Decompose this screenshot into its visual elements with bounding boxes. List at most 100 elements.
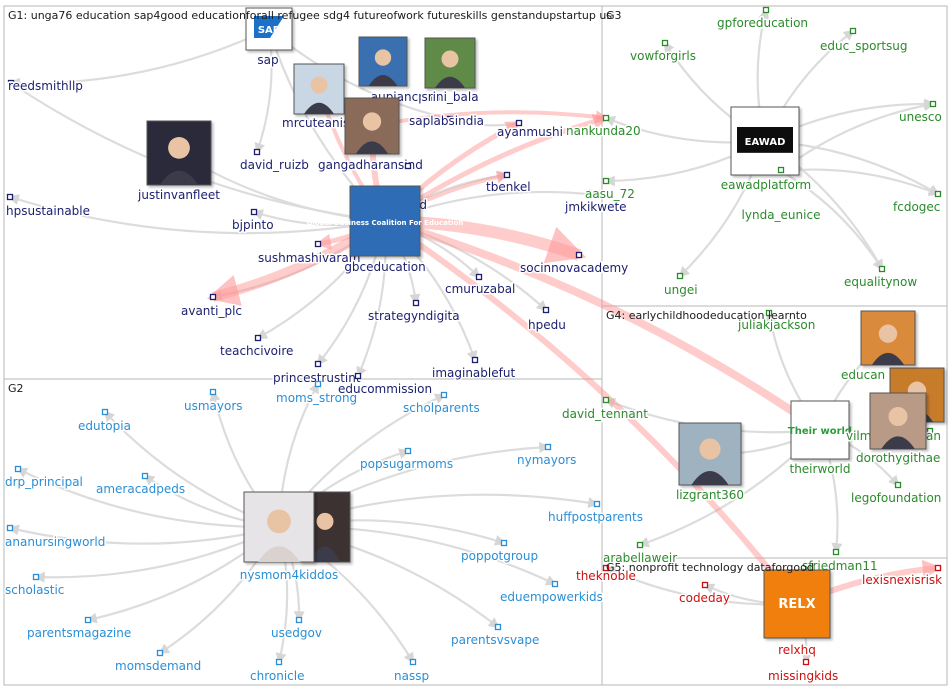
node-label-nankunda20[interactable]: nankunda20 <box>565 123 643 140</box>
edge-sap-reedsmithllp <box>8 28 270 89</box>
node-label-sap[interactable]: sap <box>256 52 280 69</box>
node-label-edutopia[interactable]: edutopia <box>77 418 133 435</box>
node-label-bjpinto[interactable]: bjpinto <box>231 217 276 234</box>
node-parentsmagazine-marker <box>84 616 92 624</box>
node-label-gangadharansind[interactable]: gangadharansind <box>317 157 425 174</box>
node-label-arabellaweir[interactable]: arabellaweir <box>602 550 679 567</box>
node-label-chronicle[interactable]: chronicle <box>249 668 306 685</box>
node-label-nysmom4kiddos[interactable]: nysmom4kiddos <box>238 567 339 584</box>
node-label-hpedu[interactable]: hpedu <box>527 317 568 334</box>
node-label-popsugarmoms[interactable]: popsugarmoms <box>359 456 455 473</box>
node-label-lizgrant360[interactable]: lizgrant360 <box>674 487 745 504</box>
node-nassp-marker <box>409 658 417 666</box>
node-tbenkel-marker <box>503 171 511 179</box>
node-label-david_tennant[interactable]: david_tennant <box>561 406 650 423</box>
node-label-justinvanfleet[interactable]: justinvanfleet <box>136 187 222 204</box>
node-label-juliakjackson[interactable]: juliakjackson <box>736 317 817 334</box>
node-socinnovacademy-marker <box>575 251 583 259</box>
node-label-gbceducation[interactable]: gbceducation <box>343 259 427 276</box>
node-chronicle-marker <box>275 658 283 666</box>
node-label-lynda_eunice[interactable]: lynda_eunice <box>740 207 822 224</box>
node-label-hpsustainable[interactable]: hpsustainable <box>5 203 92 220</box>
node-popsugarmoms-marker <box>404 447 412 455</box>
node-label-huffpostparents[interactable]: huffpostparents <box>547 509 645 526</box>
node-unesco-marker <box>929 100 937 108</box>
node-david_tennant-marker <box>602 396 610 404</box>
node-an-marker <box>926 427 934 435</box>
node-label-jmkikwete[interactable]: jmkikwete <box>563 199 629 216</box>
node-label-eawadplatform[interactable]: eawadplatform <box>719 177 813 194</box>
node-label-aasu_72[interactable]: aasu_72 <box>584 186 637 203</box>
node-label-nymayors[interactable]: nymayors <box>516 452 578 469</box>
node-label-moms_strong[interactable]: moms_strong <box>275 390 359 407</box>
node-huffpostparents-marker <box>593 500 601 508</box>
node-label-usmayors[interactable]: usmayors <box>183 398 245 415</box>
node-cmuruzabal-marker <box>475 273 483 281</box>
node-label-parentsmagazine[interactable]: parentsmagazine <box>26 625 133 642</box>
node-scholparents-marker <box>440 391 448 399</box>
node-label-reedsmithllp[interactable]: reedsmithllp <box>7 78 85 95</box>
node-label-educommission[interactable]: educommission <box>337 381 434 398</box>
node-arabellaweir-marker <box>636 541 644 549</box>
node-label-srini_bala[interactable]: srini_bala <box>420 89 480 106</box>
node-label-socinnovacademy[interactable]: socinnovacademy <box>519 260 630 277</box>
edge-lynda_eunice-equalitynow <box>780 170 884 271</box>
node-label-lexisnexisrisk[interactable]: lexisnexisrisk <box>861 572 944 589</box>
node-label-theirworld[interactable]: theirworld <box>788 461 852 478</box>
node-sushmashivaram-marker <box>314 240 322 248</box>
node-label-an[interactable]: an <box>925 428 943 445</box>
node-parentsvsvape-marker <box>494 623 502 631</box>
node-label-vilm[interactable]: vilm <box>845 428 873 445</box>
node-label-poppotgroup[interactable]: poppotgroup <box>460 548 540 565</box>
node-mrcuteanis-image <box>293 63 345 115</box>
node-label-fcdogec[interactable]: fcdogec <box>892 199 942 216</box>
node-label-scholparents[interactable]: scholparents <box>402 400 482 417</box>
node-label-strategyndigita[interactable]: strategyndigita <box>367 308 462 325</box>
node-label-scholastic[interactable]: scholastic <box>4 582 66 599</box>
node-nankunda20-marker <box>602 114 610 122</box>
node-label-tbenkel[interactable]: tbenkel <box>485 179 533 196</box>
node-label-dorothygithae[interactable]: dorothygithae <box>855 450 942 467</box>
node-label-unesco[interactable]: unesco <box>898 109 944 126</box>
node-label-legofoundation[interactable]: legofoundation <box>850 490 943 507</box>
node-label-cmuruzabal[interactable]: cmuruzabal <box>444 281 517 298</box>
node-label-drp_principal[interactable]: drp_principal <box>4 474 85 491</box>
node-eawadplatform-logo-text: EAWAD <box>745 137 786 148</box>
node-label-vowforgirls[interactable]: vowforgirls <box>629 48 698 65</box>
group-panel-g5 <box>601 557 948 686</box>
node-label-codeday[interactable]: codeday <box>678 590 732 607</box>
node-label-nassp[interactable]: nassp <box>393 668 431 685</box>
node-label-ananursingworld[interactable]: ananursingworld <box>4 534 107 551</box>
node-label-momsdemand[interactable]: momsdemand <box>114 658 203 675</box>
node-label-saplabsindia[interactable]: saplabsindia <box>408 113 486 130</box>
node-label-avanti_plc[interactable]: avanti_plc <box>180 303 244 320</box>
node-label-david_ruizb[interactable]: david_ruizb <box>239 157 311 174</box>
node-label-ameracadpeds[interactable]: ameracadpeds <box>95 481 187 498</box>
node-label-usedgov[interactable]: usedgov <box>270 625 324 642</box>
node-label-mrcuteanis[interactable]: mrcuteanis <box>281 115 351 132</box>
node-label-missingkids[interactable]: missingkids <box>767 668 840 685</box>
node-label-imaginablefut[interactable]: imaginablefut <box>431 365 517 382</box>
node-label-ayanmushi[interactable]: ayanmushi <box>496 124 565 141</box>
node-fcdogec-marker <box>934 190 942 198</box>
node-label-relxhq[interactable]: relxhq <box>777 642 818 659</box>
node-theknoble-marker <box>602 564 610 572</box>
node-hpsustainable-marker <box>6 193 14 201</box>
node-label-teachcivoire[interactable]: teachcivoire <box>219 343 295 360</box>
node-label-theknoble[interactable]: theknoble <box>575 568 638 585</box>
node-label-parentsvsvape[interactable]: parentsvsvape <box>450 632 541 649</box>
node-label-eduempowerkids[interactable]: eduempowerkids <box>499 589 605 606</box>
node-educommission-marker <box>354 372 362 380</box>
node-label-gpforeducation[interactable]: gpforeducation <box>716 15 810 32</box>
group-panels <box>3 5 948 686</box>
node-ood-marker <box>404 162 412 170</box>
node-bjpinto-marker <box>250 208 258 216</box>
node-label-educ_sportsug[interactable]: educ_sportsug <box>819 38 910 55</box>
node-label-ungei[interactable]: ungei <box>663 282 700 299</box>
node-vowforgirls-marker <box>661 39 669 47</box>
node-poppotgroup-marker <box>500 539 508 547</box>
node-label-educan[interactable]: educan <box>840 367 887 384</box>
node-label-equalitynow[interactable]: equalitynow <box>843 274 919 291</box>
node-label-princestrustint[interactable]: princestrustint <box>272 370 363 387</box>
node-label-sushmashivaram[interactable]: sushmashivaram <box>257 250 362 267</box>
